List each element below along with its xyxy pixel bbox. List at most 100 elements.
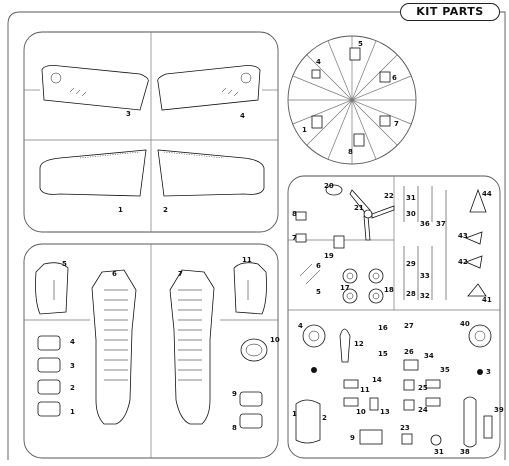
small-label-41: 41 [482,296,492,304]
small-label-4: 4 [298,322,303,330]
fuselage-label-1: 1 [70,408,75,416]
small-label-38: 38 [460,448,470,456]
small-label-39: 39 [494,406,504,414]
small-label-15: 15 [378,350,388,358]
engine-part-40 [468,324,492,348]
fuselage-label-9: 9 [232,390,237,398]
small-label-43: 43 [458,232,468,240]
part-7-right [295,233,307,243]
small-label-12: 12 [354,340,364,348]
fuselage-label-3: 3 [70,362,75,370]
wheel-part-18b [368,288,384,304]
part-24 [403,399,415,411]
small-label-26: 26 [404,348,414,356]
canopy-part-10 [240,338,268,362]
kit-parts-title: KIT PARTS [400,3,500,21]
small-label-42: 42 [458,258,468,266]
outer-frame-line [7,11,400,460]
round-part-7 [379,115,391,127]
small-parts-sprue: 20 21 22 8 7 19 6 5 17 18 30 31 36 37 29… [287,175,504,459]
fuselage-label-6: 6 [112,270,117,278]
round-part-6 [379,71,391,83]
wing-sprue: 3 4 1 2 [23,31,279,233]
round-sprue: 4 5 6 7 8 1 [287,35,417,165]
pane-part-1 [37,401,61,417]
round-part-1 [311,115,323,129]
small-label-11: 11 [360,386,370,394]
pane-part-9 [239,391,263,407]
part-42 [464,255,483,269]
small-label-3: 3 [486,368,491,376]
fuselage-sprue: 5 6 7 11 10 4 3 2 1 9 8 [23,243,280,459]
small-label-13: 13 [380,408,390,416]
pane-part-2 [37,379,61,395]
wing-part-4 [157,65,261,111]
small-label-2: 2 [322,414,327,422]
part-3-dot-right [477,369,483,375]
small-label-8: 8 [292,210,297,218]
part-12 [339,328,351,363]
small-label-14: 14 [372,376,382,384]
small-label-10: 10 [356,408,366,416]
round-label-5: 5 [358,40,363,48]
spinner-part-20 [325,184,343,196]
round-part-4 [311,69,321,79]
part-43 [464,231,483,245]
engine-part-4 [302,324,326,348]
small-label-37: 37 [436,220,446,228]
wing-label-4: 4 [240,112,245,120]
pane-part-8 [239,413,263,429]
small-label-30: 30 [406,210,416,218]
part-2-bomb [295,399,321,444]
fuselage-label-7: 7 [178,270,183,278]
part-31-small [430,434,442,446]
round-part-5 [349,47,361,61]
part-23 [401,433,413,445]
round-label-7: 7 [394,120,399,128]
wheel-part-17a [342,268,358,284]
fuselage-part-6 [91,269,137,425]
part-9-seat [359,429,383,445]
part-19 [333,235,345,249]
wheel-part-17b [342,288,358,304]
part-3-dot [311,367,317,373]
round-label-4: 4 [316,58,321,66]
fuselage-label-8: 8 [232,424,237,432]
outer-frame-line-right [500,11,506,460]
part-44 [469,188,487,213]
part-33 [425,379,441,389]
fin-part-11 [233,262,267,315]
fuselage-part-7 [169,269,215,425]
small-label-36: 36 [420,220,430,228]
part-41 [467,283,487,297]
small-label-5: 5 [316,288,321,296]
fuselage-label-10: 10 [270,336,280,344]
small-label-44: 44 [482,190,492,198]
small-label-40: 40 [460,320,470,328]
small-label-27: 27 [404,322,414,330]
small-label-35: 35 [440,366,450,374]
small-label-28: 28 [406,290,416,298]
small-label-32: 32 [420,292,430,300]
wing-part-2 [157,149,265,197]
pane-part-3 [37,357,61,373]
fuselage-label-2: 2 [70,384,75,392]
part-13 [369,397,379,411]
round-label-8: 8 [348,148,353,156]
part-8-right [295,211,307,221]
pane-part-4 [37,335,61,351]
small-label-21: 21 [354,204,364,212]
small-label-9: 9 [350,434,355,442]
part-6-5-struts [299,263,321,285]
part-38 [463,396,477,448]
part-39 [483,415,493,439]
small-label-34: 34 [424,352,434,360]
small-label-18: 18 [384,286,394,294]
small-label-6: 6 [316,262,321,270]
wing-label-1: 1 [118,206,123,214]
small-label-31: 31 [406,194,416,202]
part-11 [343,379,359,389]
part-10 [343,397,359,407]
